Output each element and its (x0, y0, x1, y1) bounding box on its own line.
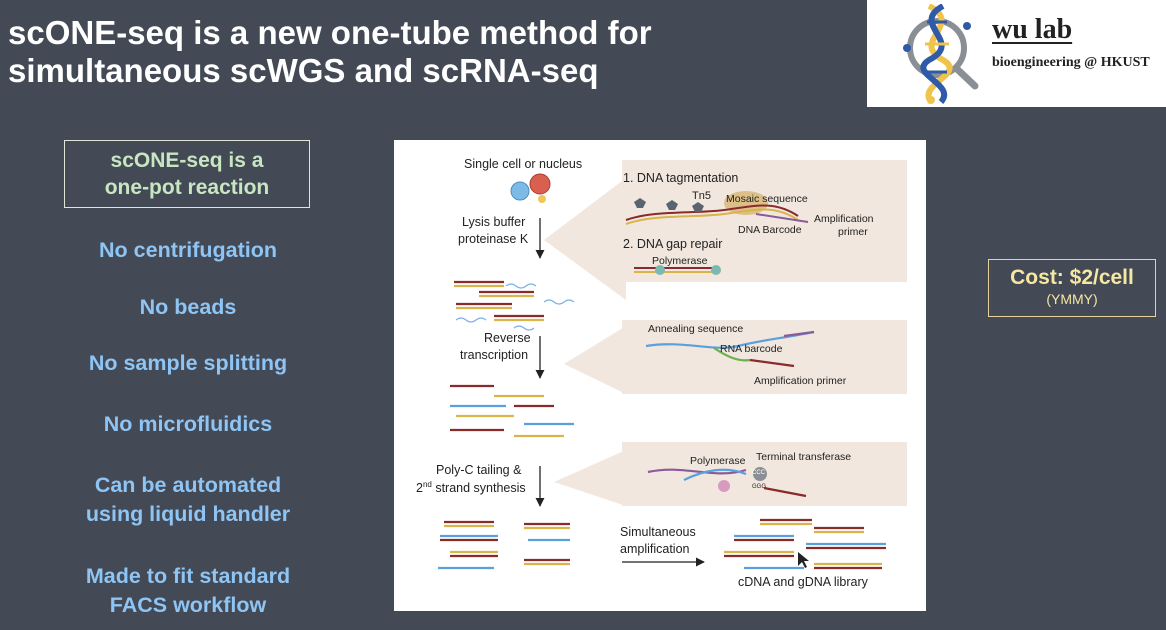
cdna-strand-blue (683, 468, 747, 481)
rt-fragments (450, 384, 574, 438)
cell-icon (529, 173, 551, 195)
mosaic-label: Mosaic sequence (726, 193, 808, 205)
cdna-strand (647, 468, 747, 475)
callout-wedge-2 (564, 326, 626, 394)
polymerase-icon-1 (655, 265, 665, 275)
rna-barcode-strand (713, 347, 751, 362)
workflow-diagram: Single cell or nucleus Lysis buffer prot… (394, 140, 926, 611)
one-pot-line-1: scONE-seq is a (110, 149, 264, 172)
annealing-label: Annealing sequence (648, 323, 743, 335)
feature-facs: Made to fit standard FACS workflow (40, 562, 336, 620)
feature-no-microfluidics: No microfluidics (40, 410, 336, 439)
cursor-icon (798, 552, 809, 568)
feature-text: using liquid handler (85, 502, 291, 526)
feature-no-beads: No beads (40, 293, 336, 322)
feature-text: No microfluidics (103, 412, 273, 436)
rna-strand (645, 330, 815, 349)
polyc-label-2: 2nd strand synthesis (416, 480, 526, 495)
lysis-label-1: Lysis buffer (462, 215, 525, 229)
amp-primer-full-label: Amplification primer (754, 375, 847, 387)
dna-magnifier-icon (903, 4, 979, 104)
tagmentation-label: 1. DNA tagmentation (623, 171, 738, 185)
feature-text: No centrifugation (99, 238, 277, 262)
cdna-tail (763, 486, 807, 498)
gap-repair-label: 2. DNA gap repair (623, 237, 722, 251)
cost-box: Cost: $2/cell (YMMY) (988, 259, 1156, 317)
rt-label-1: Reverse (484, 331, 531, 345)
lab-subtitle: bioengineering @ HKUST (992, 55, 1150, 70)
lab-name: wu lab (992, 14, 1073, 45)
tn5-label: Tn5 (692, 190, 711, 202)
polymerase-label-2: Polymerase (690, 455, 746, 467)
polyc-label-1: Poly-C tailing & (436, 463, 522, 477)
cost-note: (YMMY) (1046, 291, 1098, 307)
polymerase-icon-2 (711, 265, 721, 275)
sim-label-1: Simultaneous (620, 525, 696, 539)
dna-strand-1 (625, 204, 799, 221)
feature-text: Can be automated (94, 473, 282, 497)
dna-barcode-label: DNA Barcode (738, 224, 802, 236)
primer-line (755, 213, 809, 223)
title-line-2: simultaneous scWGS and scRNA-seq (8, 52, 599, 89)
transposase-icon-3 (692, 202, 704, 212)
terminal-label: Terminal transferase (756, 451, 851, 463)
dna-strand-2 (625, 208, 799, 225)
callout-wedge-3 (554, 450, 626, 506)
polyc-rest: strand synthesis (432, 481, 526, 495)
feature-text: No sample splitting (88, 351, 288, 375)
polymerase-icon-3 (718, 480, 730, 492)
lab-logo: wu lab bioengineering @ HKUST (867, 0, 1166, 107)
callout-box-2 (622, 320, 907, 394)
library-fragments (724, 518, 886, 570)
lysate-fragments (454, 280, 575, 331)
workflow-diagram-svg: Single cell or nucleus Lysis buffer prot… (416, 157, 907, 589)
second-strand-fragments (438, 520, 570, 570)
feature-automated: Can be automated using liquid handler (40, 471, 336, 529)
polyc-num: 2 (416, 481, 423, 495)
slide-title: scONE-seq is a new one-tube method for s… (8, 14, 652, 90)
cost-label: Cost: $2/cell (1010, 266, 1134, 289)
callout-wedge-1 (544, 178, 626, 300)
transposase-icon-1 (634, 198, 646, 208)
single-cell-label: Single cell or nucleus (464, 157, 582, 171)
rna-barcode-label: RNA barcode (720, 343, 783, 355)
ccc-label: CCC (752, 470, 766, 476)
polyc-sup: nd (423, 480, 432, 489)
feature-no-sample-splitting: No sample splitting (40, 349, 336, 378)
primer-strand-2 (749, 358, 795, 368)
small-cell-icon (538, 195, 546, 203)
feature-text: No beads (139, 295, 237, 319)
polymerase-label: Polymerase (652, 255, 708, 267)
feature-no-centrifugation: No centrifugation (40, 236, 336, 265)
feature-text: FACS workflow (109, 593, 267, 617)
one-pot-box: scONE-seq is a one-pot reaction (64, 140, 310, 208)
rt-label-2: transcription (460, 348, 528, 362)
amp-primer-label-1: Amplification (814, 213, 874, 225)
one-pot-line-2: one-pot reaction (104, 176, 270, 199)
amp-primer-label-2: primer (838, 226, 868, 238)
terminal-transferase-icon (753, 467, 767, 481)
annealing-dash (783, 330, 815, 338)
callout-box-1 (622, 160, 907, 282)
transposase-icon-2 (666, 200, 678, 210)
lysis-label-2: proteinase K (458, 232, 529, 246)
title-line-1: scONE-seq is a new one-tube method for (8, 14, 652, 51)
sim-label-2: amplification (620, 542, 690, 556)
library-label: cDNA and gDNA library (738, 575, 869, 589)
ggg-label: GGG (752, 484, 766, 490)
nucleus-icon (510, 181, 530, 201)
feature-text: Made to fit standard (85, 564, 291, 588)
